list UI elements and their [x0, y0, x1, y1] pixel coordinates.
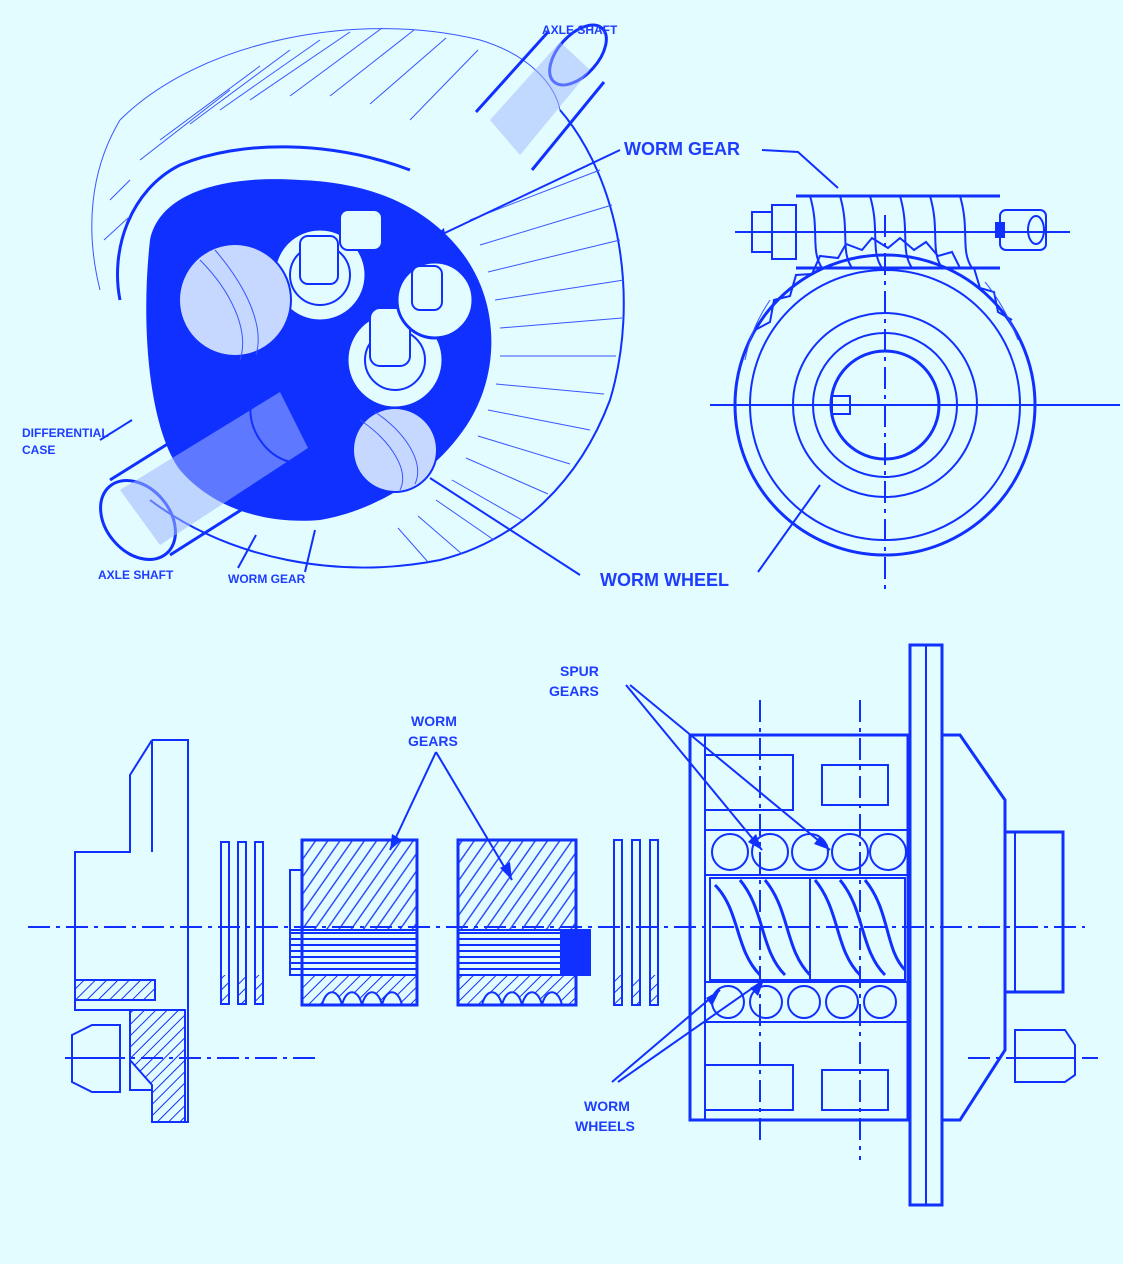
left-flange: [71, 739, 189, 1123]
worm-gear-detail: [710, 194, 1120, 595]
label-axle-shaft-top: AXLE SHAFT: [542, 23, 618, 37]
leader-spur-gears-1: [625, 684, 763, 851]
left-thrust-washers: [220, 841, 264, 1005]
spur-gear-row-bottom: [704, 981, 909, 1023]
leader-worm-wheel-right: [757, 484, 821, 573]
ring-gear-left: [91, 119, 121, 291]
label-spur-gears-line-2: GEARS: [549, 683, 599, 699]
label-worm-gear-bottom: WORM GEAR: [228, 572, 306, 586]
axle-shaft-top-shade: [490, 42, 590, 155]
axle-shaft-top-edge-2: [530, 81, 606, 171]
leader-worm-wheels-2: [617, 979, 765, 1083]
leader-worm-wheel-left: [429, 477, 581, 576]
label-spur-gears-line-1: SPUR: [560, 663, 599, 679]
ring-gear-rim: [149, 109, 625, 569]
worm-shaft: [751, 194, 1047, 270]
leader-spur-gears-2: [629, 684, 831, 851]
leader-differential-case: [99, 419, 133, 441]
worm-gear-section-2: [456, 838, 591, 1007]
leader-worm-gear-top-right: [761, 149, 839, 189]
ring-gear-teeth: [103, 27, 625, 563]
leader-worm-gears-2: [435, 751, 513, 881]
cross-section-drawing: [28, 643, 1098, 1207]
leader-worm-gear-top-left: [429, 149, 621, 241]
right-bolt-head: [1014, 1029, 1076, 1083]
label-worm-gear-top: WORM GEAR: [624, 139, 740, 159]
right-case-section: [688, 643, 1076, 1207]
label-worm-wheel: WORM WHEEL: [600, 570, 729, 590]
ring-gear-top: [119, 28, 561, 121]
label-differential-case-line-2: CASE: [22, 443, 55, 457]
worm-wheel-section: [709, 877, 907, 981]
leader-worm-gear-bottom: [304, 529, 316, 573]
right-thrust-washers: [613, 839, 659, 1006]
internal-gears: [178, 209, 475, 493]
label-axle-shaft-bottom: AXLE SHAFT: [98, 568, 174, 582]
label-worm-gears-line-1: WORM: [411, 713, 457, 729]
label-worm-wheels-line-1: WORM: [584, 1098, 630, 1114]
leader-arrows: [390, 228, 830, 1006]
label-worm-wheels-line-2: WHEELS: [575, 1118, 635, 1134]
axle-shaft-top-edge-1: [474, 30, 550, 114]
axle-shaft-collar: [249, 376, 331, 464]
axle-shaft-bottom-edge-2: [169, 458, 321, 557]
right-hub-shaft: [1003, 830, 1065, 994]
label-differential-case-line-1: DIFFERENTIAL: [22, 426, 109, 440]
worm-gear-section-1: [289, 838, 419, 1007]
differential-case-shell: [116, 145, 411, 301]
leader-worm-wheels-1: [611, 989, 721, 1083]
leader-worm-gears-1: [389, 751, 437, 851]
label-worm-gears-line-2: GEARS: [408, 733, 458, 749]
leader-axle-shaft-bottom: [237, 534, 257, 569]
differential-illustration: [91, 23, 625, 569]
spur-gear-row-top: [704, 829, 909, 876]
axle-shaft-bottom-edge-1: [109, 378, 271, 482]
leader-lines: [99, 149, 839, 1083]
axle-shaft-bottom-shade: [120, 392, 308, 545]
worm-wheel: [733, 236, 1037, 557]
